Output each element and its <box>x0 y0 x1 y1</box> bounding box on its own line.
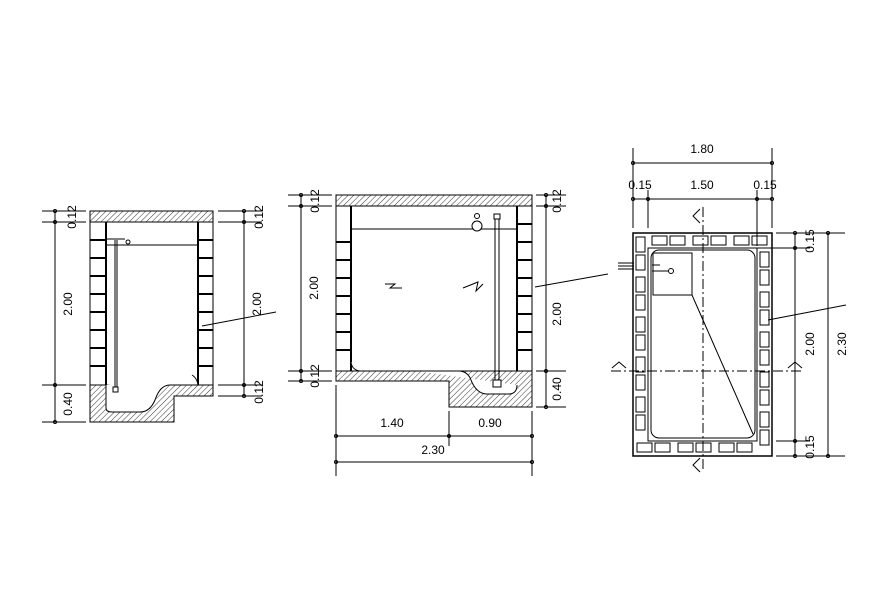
leader-line <box>534 273 609 288</box>
right-brick-wall <box>197 222 213 385</box>
section-a-view <box>42 209 277 424</box>
bottom-brick-row <box>636 442 753 453</box>
section-b-view <box>288 193 609 476</box>
dim-top-middle: 1.50 <box>690 178 714 192</box>
dim-top-right: 0.15 <box>753 178 777 192</box>
dim-right-top: 0.12 <box>550 189 564 213</box>
water-symbol <box>462 281 484 293</box>
right-brick-column <box>759 251 770 446</box>
dim-right-top: 0.15 <box>803 229 817 253</box>
dim-right-bottom: 0.15 <box>803 435 817 459</box>
dim-bottom-total: 2.30 <box>421 443 445 457</box>
dim-left-bottom: 0.40 <box>61 392 75 416</box>
dim-top-total: 1.80 <box>690 142 714 156</box>
leader-line <box>201 311 277 327</box>
dim-bottom-right: 0.90 <box>478 416 502 430</box>
left-brick-wall <box>90 222 107 385</box>
dim-right-middle: 2.00 <box>803 332 817 356</box>
right-brick-wall <box>516 206 532 371</box>
dim-left-bottom: 0.12 <box>308 364 322 388</box>
dim-left-middle: 2.00 <box>307 276 321 300</box>
dim-right-bottom: 0.40 <box>550 377 564 401</box>
leader-line <box>767 304 847 321</box>
top-brick-row <box>651 235 768 246</box>
dim-right-middle: 2.00 <box>550 302 564 326</box>
bottom-slab <box>335 370 533 408</box>
dim-right-bottom: 0.12 <box>252 380 266 404</box>
plan-view <box>611 148 847 473</box>
dim-top-left: 0.15 <box>628 178 652 192</box>
top-slab <box>335 194 533 207</box>
top-slab <box>89 210 214 223</box>
dim-right-top: 0.12 <box>252 205 266 229</box>
dim-right-total: 2.30 <box>835 332 849 356</box>
dim-left-middle: 2.00 <box>61 292 75 316</box>
dim-left-top: 0.12 <box>65 205 79 229</box>
dim-bottom-left: 1.40 <box>380 416 404 430</box>
dim-left-top: 0.12 <box>308 189 322 213</box>
water-symbol <box>385 283 402 289</box>
left-brick-wall <box>336 206 352 371</box>
left-brick-column <box>635 236 646 431</box>
dim-right-middle: 2.00 <box>250 292 264 316</box>
